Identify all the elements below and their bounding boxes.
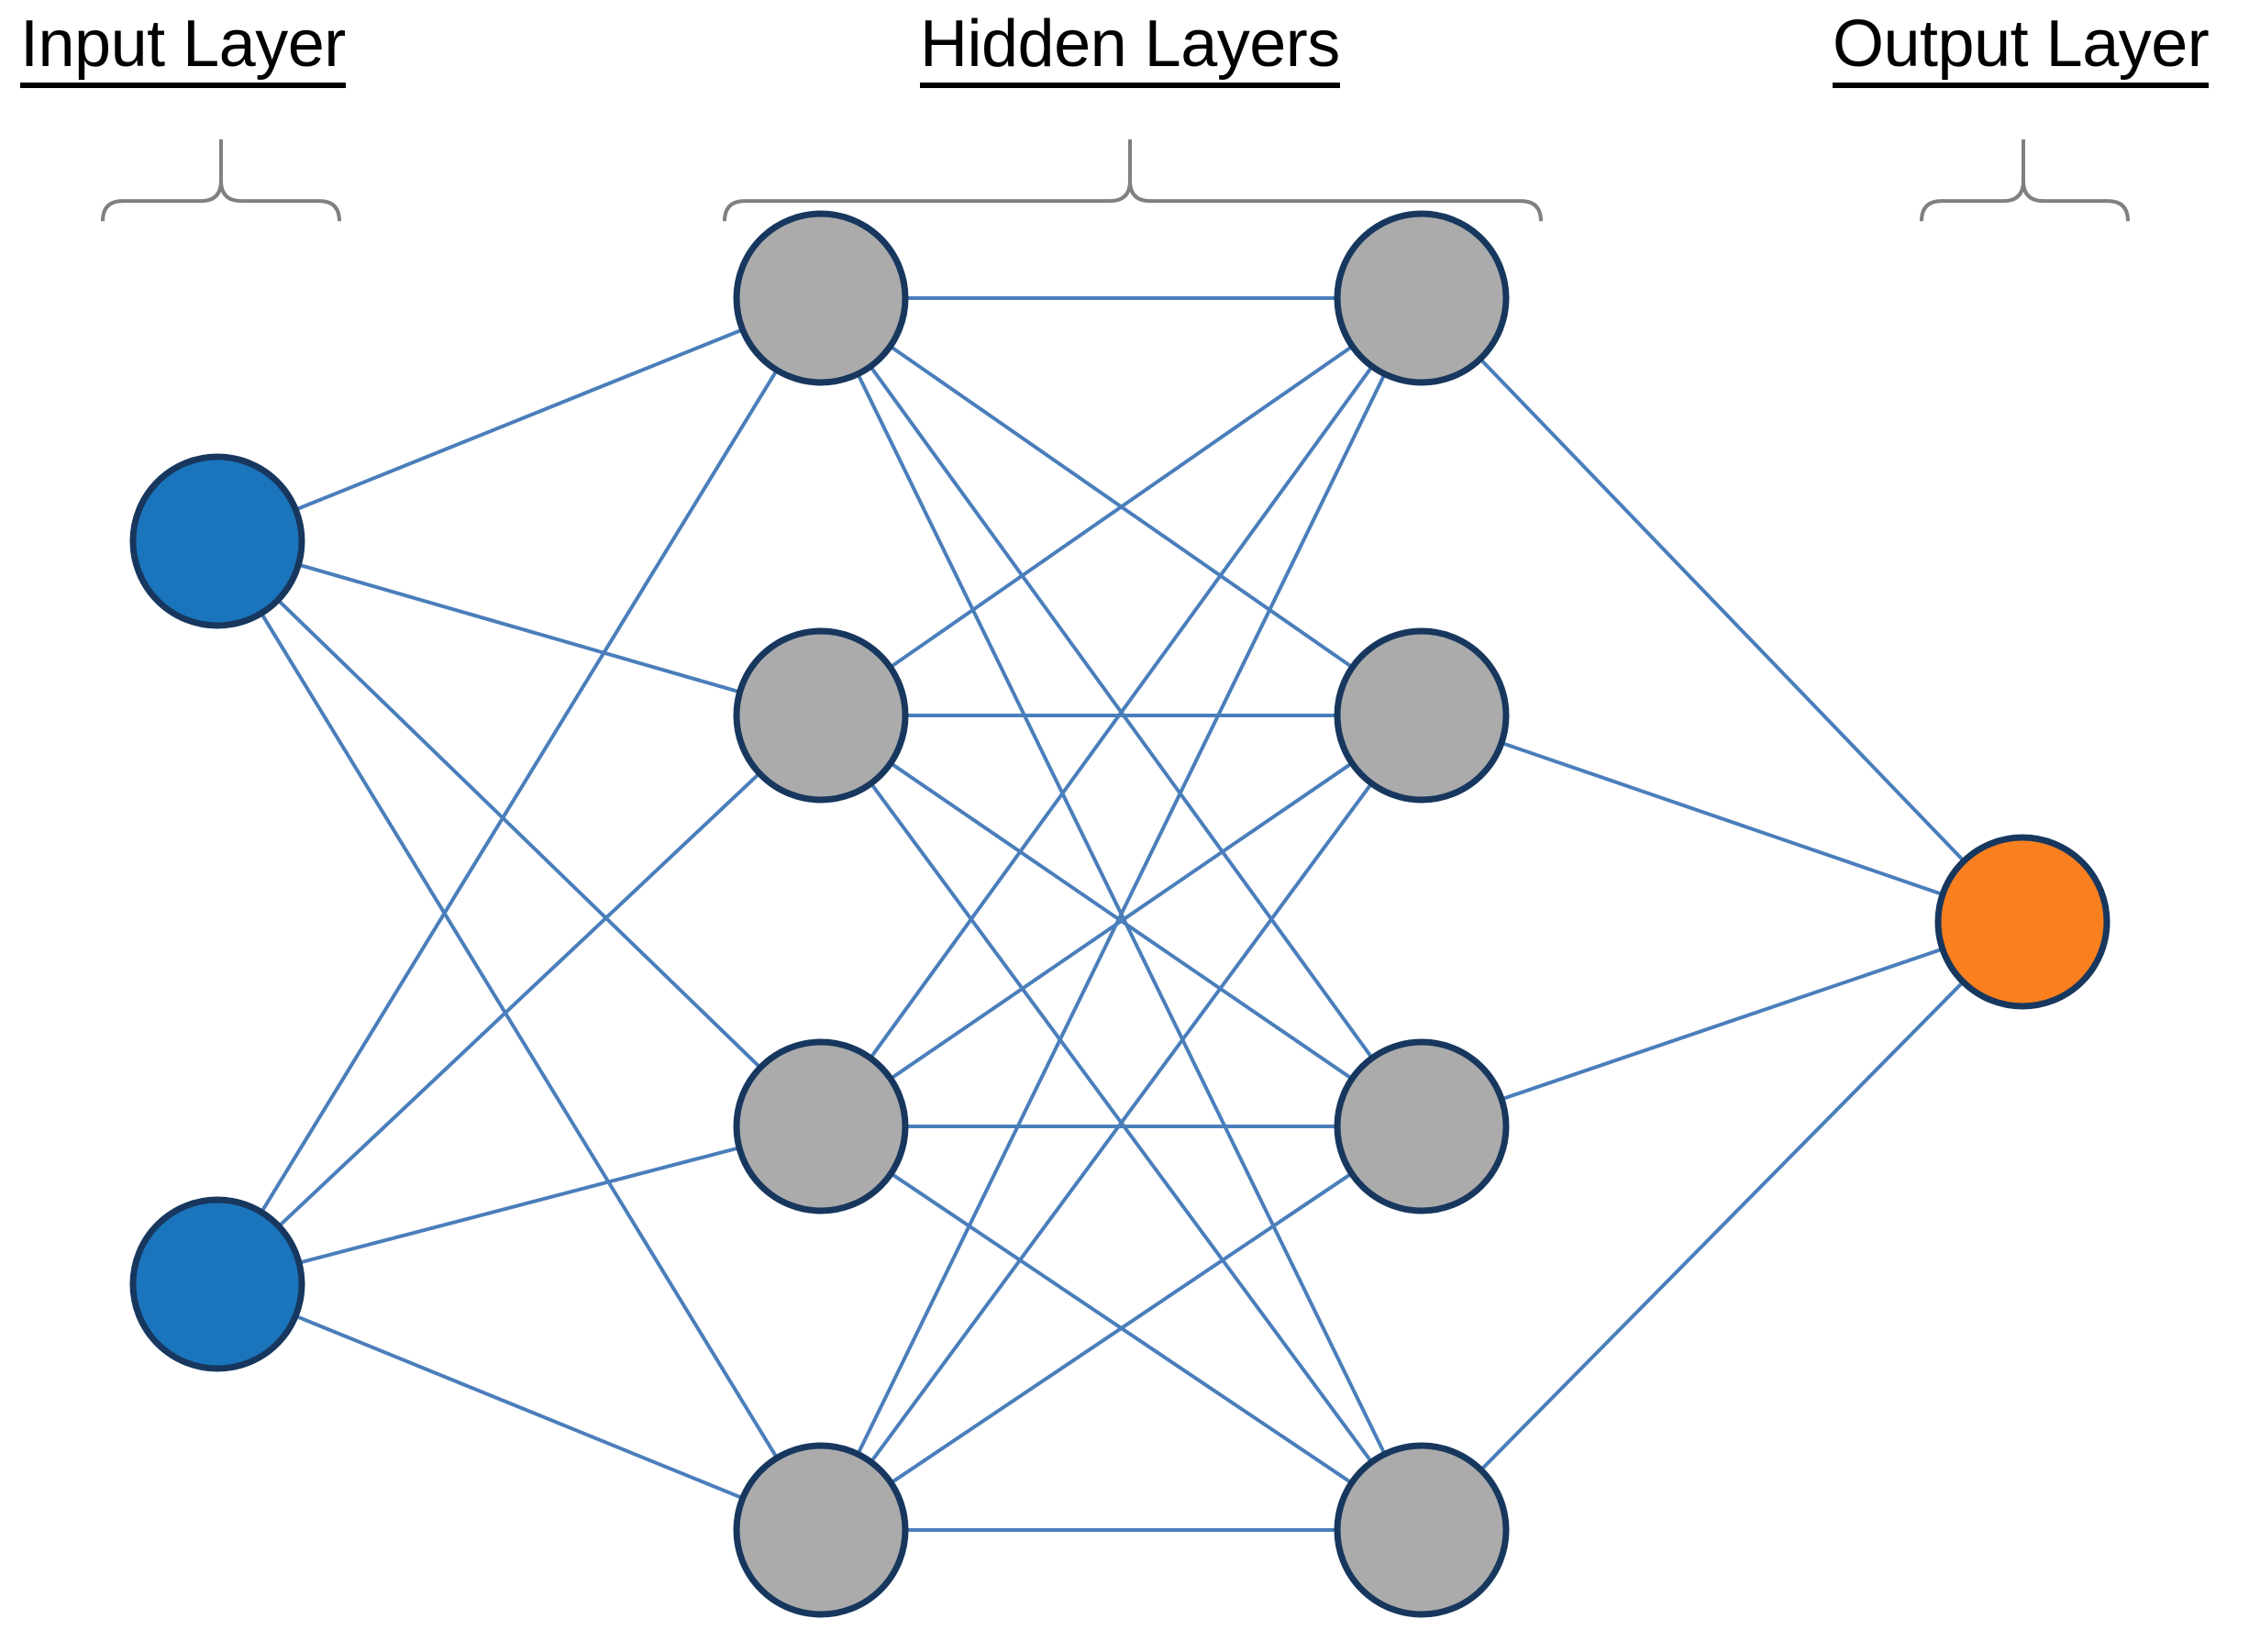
edge-h2_1-o1	[1479, 357, 1966, 863]
brace-input	[101, 139, 341, 222]
output-layer-title: Output Layer	[1833, 11, 2210, 88]
edge-i1-h1_2	[297, 562, 741, 694]
edge-i2-h1_4	[294, 1314, 744, 1501]
brace-hidden-layers	[723, 139, 1543, 222]
node-hidden1-3[interactable]	[733, 1038, 909, 1214]
edge-h2_3-o1	[1501, 947, 1944, 1102]
network-nodes	[129, 210, 2110, 1618]
input-layer-title: Input Layer	[20, 11, 346, 88]
edge-h2_4-o1	[1479, 981, 1965, 1471]
node-hidden1-1[interactable]	[733, 210, 909, 386]
node-input-2[interactable]	[129, 1196, 305, 1372]
layer-braces	[101, 139, 2130, 222]
node-output-1[interactable]	[1934, 834, 2110, 1010]
edge-h1_3-h2_2	[889, 761, 1354, 1081]
edge-h1_3-h2_1	[869, 365, 1374, 1059]
node-hidden1-4[interactable]	[733, 1442, 909, 1618]
node-hidden1-2[interactable]	[733, 627, 909, 804]
edge-h2_2-o1	[1501, 740, 1944, 897]
node-hidden2-4[interactable]	[1334, 1442, 1510, 1618]
edge-i1-h1_3	[276, 598, 762, 1070]
edge-h1_2-h2_1	[889, 344, 1354, 670]
edge-i1-h1_1	[294, 327, 744, 512]
edge-i2-h1_1	[260, 369, 779, 1214]
edge-i2-h1_3	[298, 1146, 740, 1265]
node-hidden2-3[interactable]	[1334, 1038, 1510, 1214]
hidden-layers-title: Hidden Layers	[920, 11, 1340, 88]
edge-i1-h1_4	[260, 612, 779, 1459]
node-hidden2-1[interactable]	[1334, 210, 1510, 386]
node-hidden2-2[interactable]	[1334, 627, 1510, 804]
edge-h1_4-h2_2	[870, 782, 1373, 1464]
edge-h1_4-h2_3	[890, 1171, 1353, 1485]
brace-output	[1920, 139, 2130, 222]
node-input-1[interactable]	[129, 453, 305, 629]
edge-i2-h1_2	[277, 771, 761, 1228]
edge-h1_4-h2_1	[856, 372, 1387, 1456]
connection-edges	[260, 296, 1966, 1532]
